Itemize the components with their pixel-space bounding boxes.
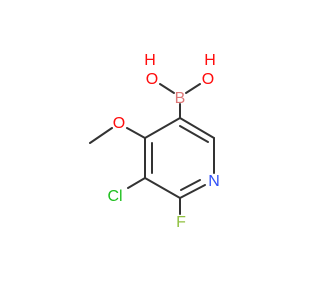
atom-boron: B bbox=[175, 90, 186, 107]
bond-c4-o3 bbox=[126, 127, 146, 139]
atom-nitrogen: N bbox=[208, 173, 220, 190]
bond-c2-c3 bbox=[179, 117, 215, 139]
atom-labels: B H O H O O Cl F N bbox=[107, 52, 219, 231]
bond-o3-ch3 bbox=[89, 127, 113, 144]
atom-fluorine: F bbox=[176, 214, 186, 231]
bond-b-o2 bbox=[185, 83, 201, 94]
atom-methoxy-oxygen: O bbox=[113, 115, 125, 132]
bond-c2-c3-inner bbox=[179, 125, 209, 143]
atom-chlorine: Cl bbox=[107, 188, 122, 205]
molecule-structure: B H O H O O Cl F N bbox=[89, 52, 220, 231]
atom-hydroxyl-oxygen-left: O bbox=[146, 71, 158, 88]
bonds bbox=[89, 83, 215, 215]
bond-c6-n bbox=[179, 184, 206, 199]
bond-c5-cl bbox=[127, 177, 146, 189]
atom-hydroxyl-oxygen-right: O bbox=[202, 71, 214, 88]
bond-c6-n-inner bbox=[180, 179, 201, 191]
atom-hydroxyl-hydrogen-right: H bbox=[204, 52, 216, 69]
atom-hydroxyl-hydrogen-left: H bbox=[144, 52, 156, 69]
bond-c3-c4 bbox=[144, 117, 181, 139]
bond-c5-c6 bbox=[144, 177, 181, 199]
bond-b-o1 bbox=[159, 83, 175, 94]
